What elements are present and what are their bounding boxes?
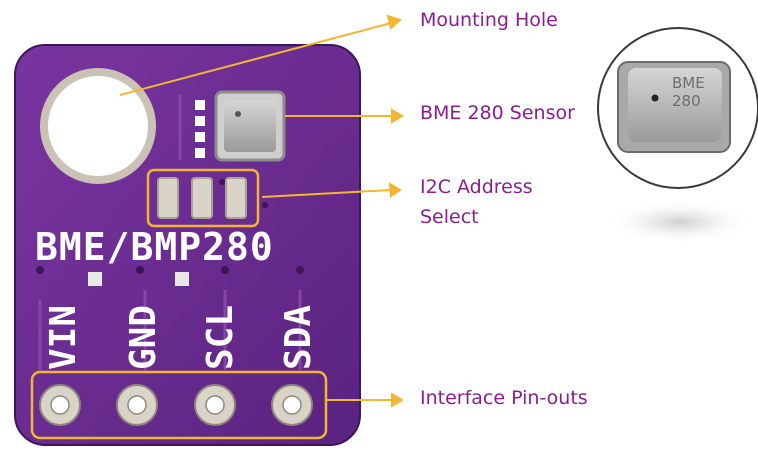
i2c-select-highlight (146, 168, 260, 228)
pinouts-highlight (30, 370, 328, 440)
pin-label-gnd: GND (123, 305, 164, 370)
pin-label-vin: VIN (43, 305, 84, 370)
sensor-lid (224, 100, 276, 152)
pin-label-sda: SDA (278, 305, 319, 370)
callout-bme280-sensor: BME 280 Sensor (420, 102, 575, 124)
pin-label-scl: SCL (200, 305, 241, 370)
chip-port-icon (651, 94, 659, 102)
sensor-port-icon (235, 111, 241, 117)
i2c-pads (157, 177, 247, 219)
test-pad (175, 272, 189, 286)
board-silkscreen: BME/BMP280 (35, 225, 274, 269)
sensor-side-pads (195, 100, 205, 158)
callout-arrows (119, 14, 404, 408)
callout-i2c-line1: I2C Address (420, 176, 533, 198)
pcb-traces (38, 95, 302, 370)
mounting-hole (40, 68, 156, 184)
vias (36, 179, 304, 274)
chip-label-line1: BME (672, 74, 705, 92)
callout-i2c-line2: Select (420, 206, 479, 228)
pin-holes (39, 384, 313, 426)
callout-mounting-hole: Mounting Hole (420, 9, 558, 31)
callout-interface-pinouts: Interface Pin-outs (420, 387, 588, 409)
test-pad (88, 272, 102, 286)
chip-shadow (605, 200, 755, 244)
callout-i2c-address-select: I2C Address Select (420, 172, 533, 232)
chip-top (628, 68, 722, 142)
chip-label-line2: 280 (672, 92, 701, 110)
